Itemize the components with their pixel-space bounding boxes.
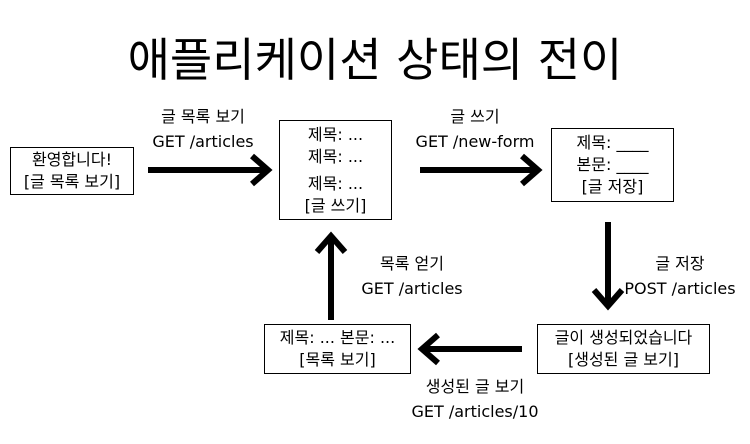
state-article: 제목: ... 본문: ... [목록 보기] — [264, 324, 411, 374]
edge-label-article-to-list: 목록 얻기 GET /articles — [344, 253, 480, 300]
state-created: 글이 생성되었습니다 [생성된 글 보기] — [537, 324, 710, 374]
edge-list-to-form-name: 글 쓰기 — [450, 107, 500, 126]
state-list-item-3: 제목: ... — [307, 173, 364, 193]
state-form: 제목: ____ 본문: ____ [글 저장] — [551, 128, 674, 202]
edge-label-list-to-form: 글 쓰기 GET /new-form — [402, 106, 548, 153]
edge-form-to-created-name: 글 저장 — [655, 254, 705, 273]
state-list-item-1: 제목: ... — [307, 124, 364, 144]
edge-article-to-list-request: GET /articles — [361, 279, 463, 298]
edge-label-form-to-created: 글 저장 POST /articles — [615, 253, 745, 300]
state-list-link: [글 쓰기] — [304, 195, 367, 215]
arrow-created-to-article — [417, 332, 522, 366]
state-welcome-link: [글 목록 보기] — [23, 172, 121, 191]
edge-label-created-to-article: 생성된 글 보기 GET /articles/10 — [400, 376, 550, 423]
edge-welcome-to-list-request: GET /articles — [152, 132, 254, 151]
edge-welcome-to-list-name: 글 목록 보기 — [161, 107, 245, 126]
edge-list-to-form-request: GET /new-form — [415, 132, 535, 151]
edge-article-to-list-name: 목록 얻기 — [380, 254, 444, 273]
state-list-item-2: 제목: ... — [307, 146, 364, 166]
arrow-article-to-list — [314, 231, 348, 320]
edge-label-welcome-to-list: 글 목록 보기 GET /articles — [133, 106, 273, 153]
state-article-content: 제목: ... 본문: ... — [279, 328, 396, 347]
edge-created-to-article-request: GET /articles/10 — [411, 402, 539, 421]
state-form-body-field: 본문: ____ — [576, 155, 649, 174]
arrow-welcome-to-list — [148, 153, 273, 187]
edge-form-to-created-request: POST /articles — [624, 279, 736, 298]
state-list: 제목: ... 제목: ... 제목: ... [글 쓰기] — [279, 120, 392, 220]
arrow-form-to-created — [591, 222, 625, 311]
state-welcome-line-1: 환영합니다! — [31, 150, 112, 169]
state-created-message: 글이 생성되었습니다 — [554, 328, 693, 347]
arrow-list-to-form — [420, 153, 543, 187]
diagram-title: 애플리케이션 상태의 전이 — [127, 33, 623, 87]
state-welcome: 환영합니다! [글 목록 보기] — [10, 147, 134, 195]
state-form-title-field: 제목: ____ — [576, 133, 649, 152]
edge-created-to-article-name: 생성된 글 보기 — [425, 377, 525, 396]
state-form-link: [글 저장] — [581, 177, 644, 196]
state-article-link: [목록 보기] — [299, 350, 376, 369]
state-created-link: [생성된 글 보기] — [568, 350, 679, 369]
